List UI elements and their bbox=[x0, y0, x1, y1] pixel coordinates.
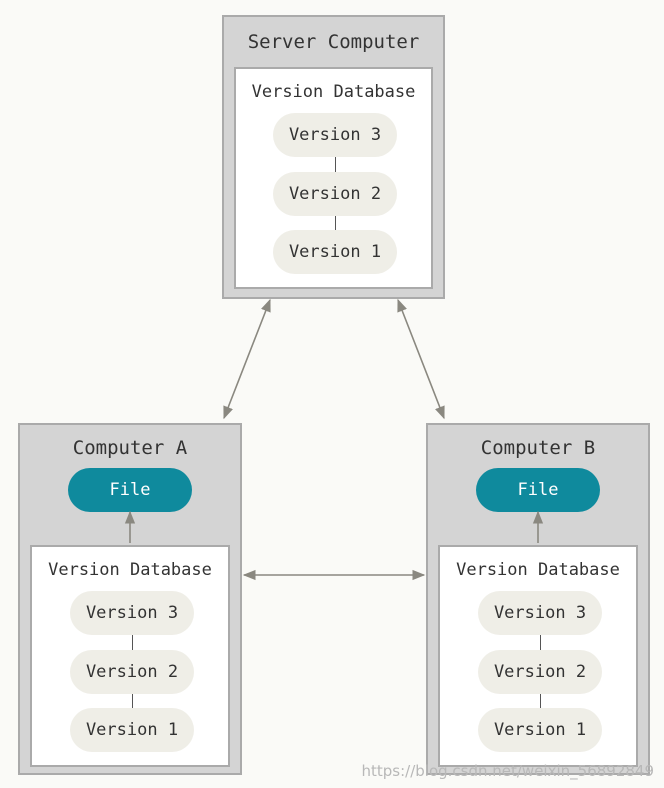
computer-a-file: File bbox=[68, 468, 192, 512]
server-version-1: Version 1 bbox=[273, 230, 397, 274]
server-version-3: Version 3 bbox=[273, 113, 397, 157]
computer-b-title: Computer B bbox=[480, 437, 596, 459]
computer-b-file: File bbox=[476, 468, 600, 512]
computer-b-version-1: Version 1 bbox=[478, 708, 602, 752]
watermark: https://blog.csdn.net/weixin_56892849 bbox=[361, 762, 654, 780]
server-version-database: Version Database Version 3 Version 2 Ver… bbox=[234, 67, 433, 289]
server-computer-title: Server Computer bbox=[247, 31, 420, 53]
computer-a: Computer A File Version Database Version… bbox=[18, 423, 242, 775]
computer-b-version-database: Version Database Version 3 Version 2 Ver… bbox=[438, 545, 638, 767]
computer-b: Computer B File Version Database Version… bbox=[426, 423, 650, 775]
server-version-2: Version 2 bbox=[273, 172, 397, 216]
computer-a-title: Computer A bbox=[72, 437, 188, 459]
server-to-computer-a-arrow bbox=[223, 298, 271, 420]
computer-a-version-3: Version 3 bbox=[70, 591, 194, 635]
computer-a-version-database: Version Database Version 3 Version 2 Ver… bbox=[30, 545, 230, 767]
computer-b-version-3: Version 3 bbox=[478, 591, 602, 635]
server-to-computer-b-arrow bbox=[397, 298, 445, 420]
computer-a-database-title: Version Database bbox=[48, 560, 212, 580]
computer-b-version-2: Version 2 bbox=[478, 650, 602, 694]
computer-a-version-1: Version 1 bbox=[70, 708, 194, 752]
computer-b-database-title: Version Database bbox=[456, 560, 620, 580]
server-computer: Server Computer Version Database Version… bbox=[222, 15, 445, 299]
server-database-title: Version Database bbox=[251, 82, 416, 102]
computer-a-version-2: Version 2 bbox=[70, 650, 194, 694]
